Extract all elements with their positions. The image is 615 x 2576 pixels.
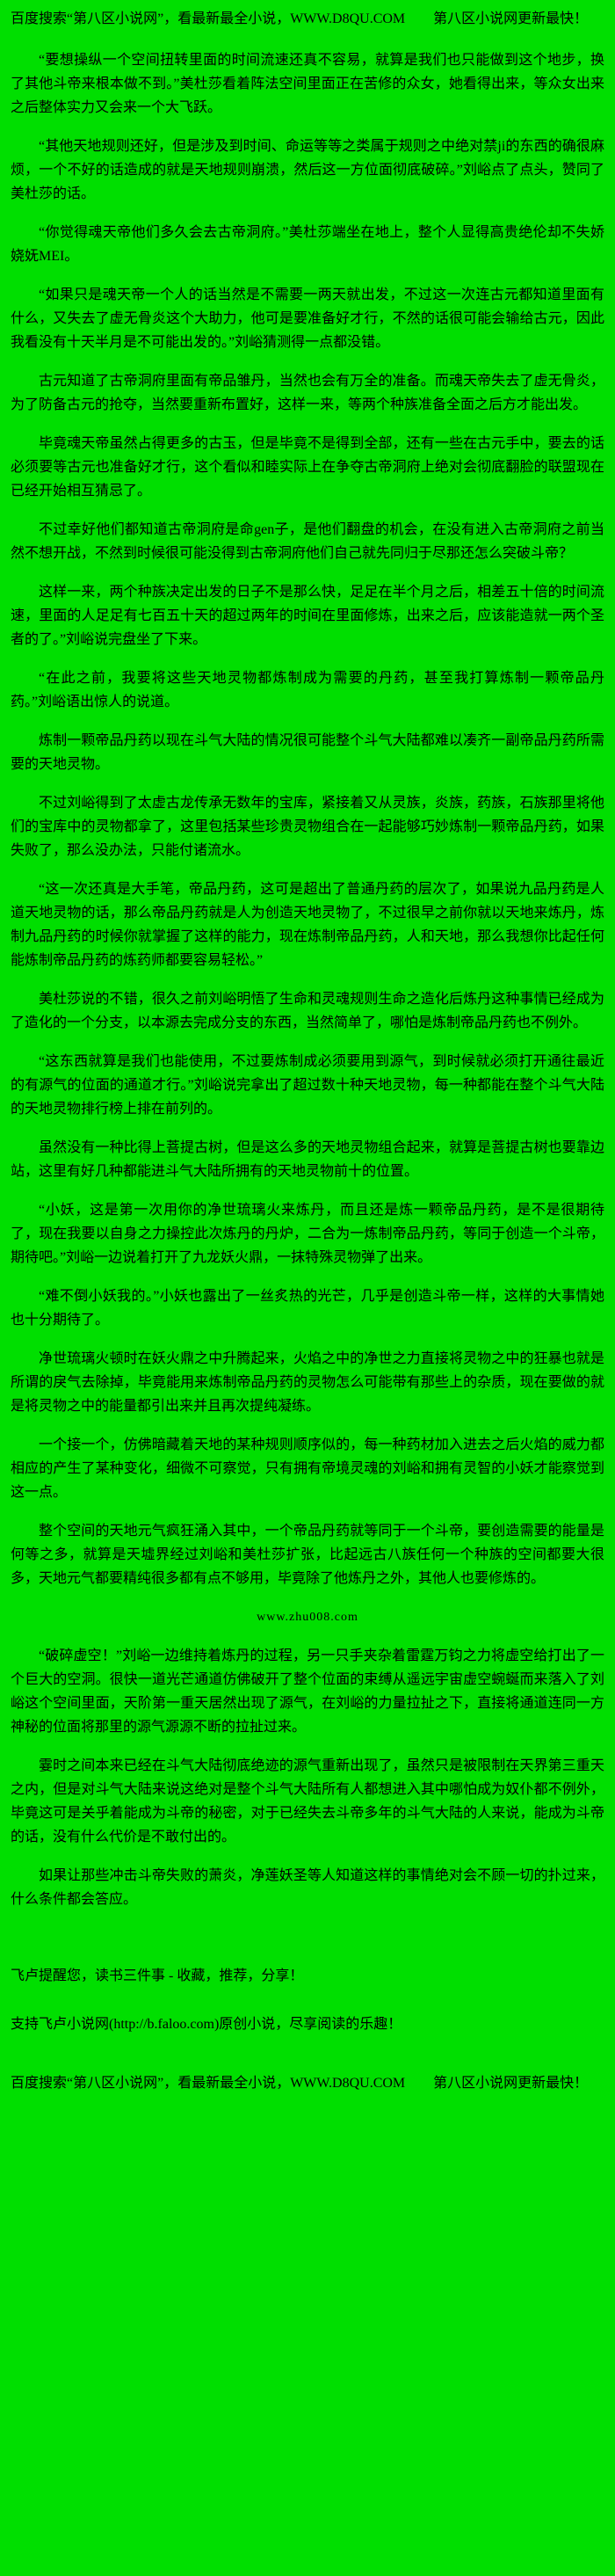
paragraph: “难不倒小妖我的。”小妖也露出了一丝炙热的光芒，几乎是创造斗帝一样，这样的大事情… xyxy=(11,1289,604,1328)
paragraph: “小妖，这是第一次用你的净世琉璃火来炼丹，而且还是炼一颗帝品丹药，是不是很期待了… xyxy=(11,1203,604,1265)
paragraph: 一个接一个，仿佛暗藏着天地的某种规则顺序似的，每一种药材加入进去之后火焰的威力都… xyxy=(11,1437,604,1500)
paragraph: “如果只是魂天帝一个人的话当然是不需要一两天就出发，不过这一次连古元都知道里面有… xyxy=(11,287,604,350)
paragraph: 毕竟魂天帝虽然占得更多的古玉，但是毕竟不是得到全部，还有一些在古元手中，要去的话… xyxy=(11,436,604,498)
paragraph: 整个空间的天地元气疯狂涌入其中，一个帝品丹药就等同于一个斗帝，要创造需要的能量是… xyxy=(11,1524,604,1586)
reader-reminder: 飞卢提醒您，读书三件事 - 收藏，推荐，分享！ xyxy=(11,1968,304,1983)
paragraph: “在此之前，我要将这些天地灵物都炼制成为需要的丹药，甚至我打算炼制一颗帝品丹药。… xyxy=(11,671,604,709)
novel-page: 百度搜索“第八区小说网”，看最新最全小说，WWW.D8QU.COM 第八区小说网… xyxy=(11,11,604,2091)
paragraph: “你觉得魂天帝他们多久会去古帝洞府。”美杜莎端坐在地上，整个人显得高贵绝伦却不失… xyxy=(11,225,604,264)
paragraph: 炼制一颗帝品丹药以现在斗气大陆的情况很可能整个斗气大陆都难以凑齐一副帝品丹药所需… xyxy=(11,733,604,772)
watermark: www.zhu008.com xyxy=(257,1611,358,1624)
paragraph: “破碎虚空！”刘峪一边维持着炼丹的过程，另一只手夹杂着雷霆万钧之力将虚空给打出了… xyxy=(11,1648,604,1735)
paragraph: 美杜莎说的不错，很久之前刘峪明悟了生命和灵魂规则生命之造化后炼丹这种事情已经成为… xyxy=(11,992,604,1030)
novel-content-part2: “破碎虚空！”刘峪一边维持着炼丹的过程，另一只手夹杂着雷霆万钧之力将虚空给打出了… xyxy=(11,1644,604,1911)
paragraph: 虽然没有一种比得上菩提古树，但是这么多的天地灵物组合起来，就算是菩提古树也要靠边… xyxy=(11,1140,604,1179)
paragraph: 霎时之间本来已经在斗气大陆彻底绝迹的源气重新出现了，虽然只是被限制在天界第三重天… xyxy=(11,1758,604,1845)
paragraph: 如果让那些冲击斗帝失败的萧炎，净莲妖圣等人知道这样的事情绝对会不顾一切的扑过来，… xyxy=(11,1868,604,1907)
paragraph: 不过刘峪得到了太虚古龙传承无数年的宝库，紧接着又从灵族，炎族，药族，石族那里将他… xyxy=(11,796,604,858)
paragraph: 这样一来，两个种族决定出发的日子不是那么快，足足在半个月之后，相差五十倍的时间流… xyxy=(11,585,604,647)
support-note: 支持飞卢小说网(http://b.faloo.com)原创小说，尽享阅读的乐趣！ xyxy=(11,2017,402,2032)
paragraph: “要想操纵一个空间扭转里面的时间流速还真不容易，就算是我们也只能做到这个地步，换… xyxy=(11,53,604,115)
paragraph: 古元知道了古帝洞府里面有帝品雏丹，当然也会有万全的准备。而魂天帝失去了虚无骨炎，… xyxy=(11,374,604,412)
paragraph: “其他天地规则还好，但是涉及到时间、命运等等之类属于规则之中绝对禁ji的东西的确… xyxy=(11,139,604,201)
footer-promo: 百度搜索“第八区小说网”，看最新最全小说，WWW.D8QU.COM 第八区小说网… xyxy=(11,2076,589,2091)
novel-content-part1: “要想操纵一个空间扭转里面的时间流速还真不容易，就算是我们也只能做到这个地步，换… xyxy=(11,48,604,1590)
paragraph: “这一次还真是大手笔，帝品丹药，这可是超出了普通丹药的层次了，如果说九品丹药是人… xyxy=(11,882,604,968)
footer-notes: 飞卢提醒您，读书三件事 - 收藏，推荐，分享！ 支持飞卢小说网(http://b… xyxy=(11,1964,604,2036)
paragraph: 不过幸好他们都知道古帝洞府是命gen子，是他们翻盘的机会，在没有进入古帝洞府之前… xyxy=(11,522,604,561)
paragraph: 净世琉璃火顿时在妖火鼎之中升腾起来，火焰之中的净世之力直接将灵物之中的狂暴也就是… xyxy=(11,1351,604,1414)
paragraph: “这东西就算是我们也能使用，不过要炼制成必须要用到源气，到时候就必须打开通往最近… xyxy=(11,1054,604,1117)
header-promo: 百度搜索“第八区小说网”，看最新最全小说，WWW.D8QU.COM 第八区小说网… xyxy=(11,11,589,26)
